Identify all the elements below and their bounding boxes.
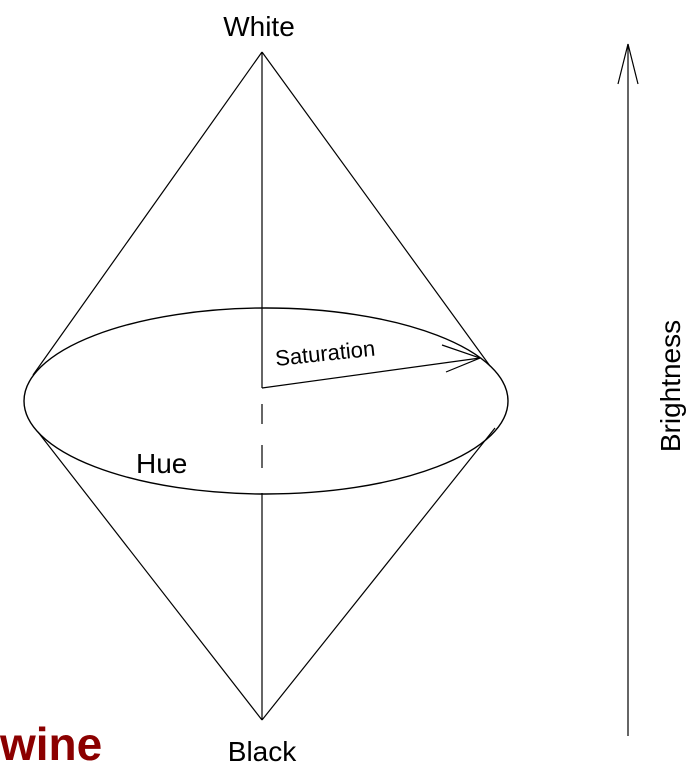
upper-cone-right-edge <box>261 51 491 367</box>
saturation-label: Saturation <box>274 336 376 371</box>
saturation-arrowhead-icon <box>441 344 482 373</box>
brightness-arrowhead-icon <box>617 43 639 85</box>
brightness-label: Brightness <box>655 320 686 452</box>
lower-cone-right-edge <box>261 427 496 721</box>
upper-cone-left-edge <box>32 51 263 376</box>
watermark-text: wine <box>0 718 102 770</box>
lower-cone-left-edge <box>37 431 263 721</box>
black-label: Black <box>228 736 297 767</box>
hue-ellipse <box>23 307 509 495</box>
hue-label: Hue <box>136 448 187 479</box>
saturation-arrow-shaft <box>261 357 481 389</box>
white-label: White <box>223 11 295 42</box>
